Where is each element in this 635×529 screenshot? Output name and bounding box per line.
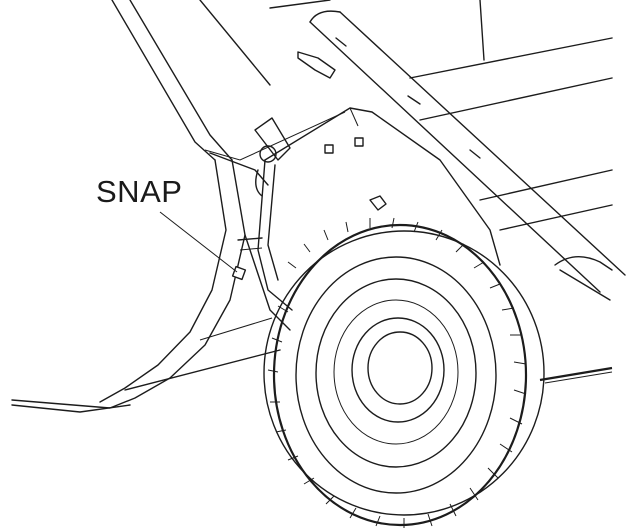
- snap-fastener: [231, 265, 247, 281]
- snap-callout-label: SNAP: [96, 174, 183, 209]
- mower-deck-frame: [111, 0, 613, 231]
- wheel-rim: [295, 256, 497, 494]
- handle-tube: [309, 10, 626, 301]
- wheel-side-plate: [257, 107, 501, 311]
- hopper-body: [11, 159, 291, 413]
- ground-hatch: [539, 366, 613, 384]
- callout-leader-line: [159, 211, 238, 273]
- tire: [263, 217, 545, 528]
